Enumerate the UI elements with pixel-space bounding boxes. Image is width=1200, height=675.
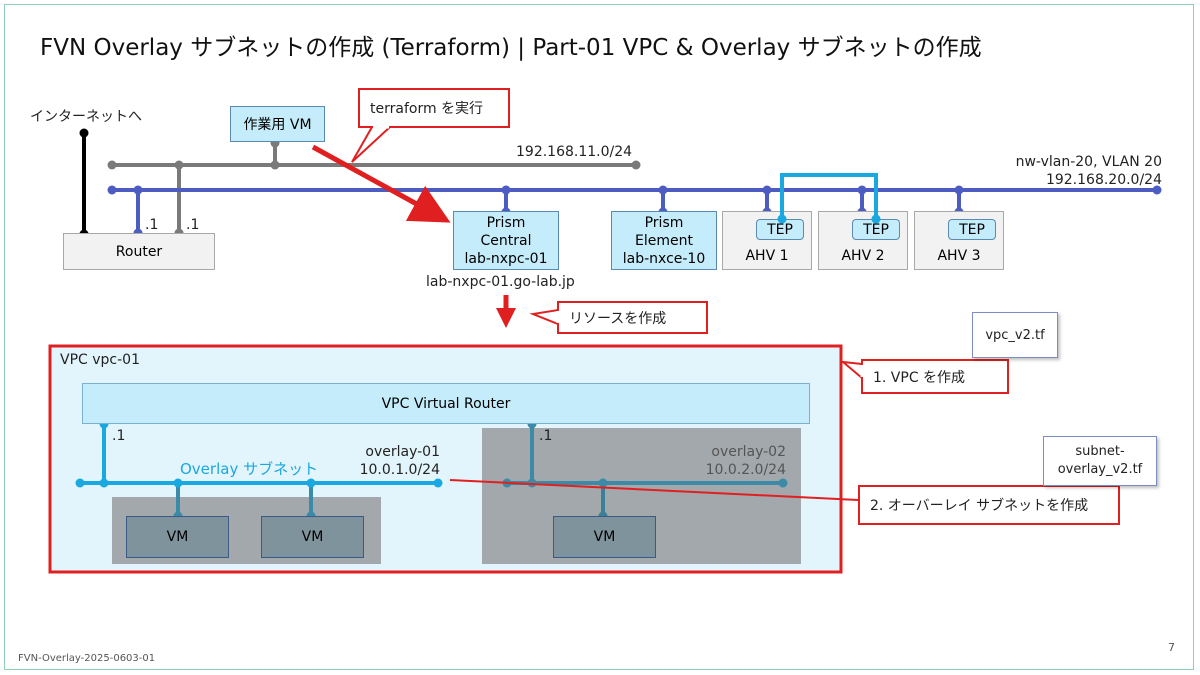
vm-overlay01-b: VM [261,516,364,558]
vlan20-label: nw-vlan-20, VLAN 20 192.168.20.0/24 [1015,154,1162,188]
overlay-01-label: overlay-01 10.0.1.0/24 [359,444,440,478]
vpc-step-callout: 1. VPC を作成 [861,359,1009,394]
vm-overlay02: VM [553,516,656,558]
resources-callout: リソースを作成 [557,301,708,334]
slide-frame [4,4,1194,670]
overlay-01-gateway: .1 [112,428,126,444]
vpc-tf-file: vpc_v2.tf [972,312,1058,358]
prism-element-box: Prism Element lab-nxce-10 [611,211,717,270]
vpc-label: VPC vpc-01 [60,352,140,368]
overlay-02-label: overlay-02 10.0.2.0/24 [705,444,786,478]
vpc-router-label: VPC Virtual Router [381,395,511,412]
tep-badge-ahv1: TEP [756,219,804,240]
router-box: Router [63,233,215,270]
internet-label: インターネットへ [30,109,142,125]
prism-central-fqdn: lab-nxpc-01.go-lab.jp [426,274,575,290]
router-label: Router [115,243,163,260]
overlay-subnet-group-label: Overlay サブネット [180,460,319,478]
overlay-02-gateway: .1 [539,428,553,444]
page-number: 7 [1168,641,1175,654]
tep-badge-ahv2: TEP [852,219,900,240]
work-vm-label: 作業用 VM [243,117,312,133]
mgmt-network-label: 192.168.11.0/24 [516,144,633,160]
vm-overlay01-a: VM [126,516,229,558]
footer-doc-id: FVN-Overlay-2025-0603-01 [18,653,156,664]
subnet-step-callout: 2. オーバーレイ サブネットを作成 [858,485,1120,525]
ahv3-label: AHV 3 [937,248,981,264]
subnet-tf-file: subnet- overlay_v2.tf [1043,436,1157,486]
terraform-callout: terraform を実行 [358,88,510,128]
work-vm-box: 作業用 VM [230,106,325,142]
page-title: FVN Overlay サブネットの作成 (Terraform) | Part-… [40,35,982,61]
ahv2-label: AHV 2 [841,248,885,264]
tep-badge-ahv3: TEP [948,219,996,240]
router-port-vlan20: .1 [145,217,159,233]
terraform-arrow [311,144,451,223]
prism-central-box: Prism Central lab-nxpc-01 [453,211,559,270]
router-port-mgmt: .1 [186,217,200,233]
vpc-virtual-router: VPC Virtual Router [82,383,810,424]
ahv1-label: AHV 1 [745,248,789,264]
